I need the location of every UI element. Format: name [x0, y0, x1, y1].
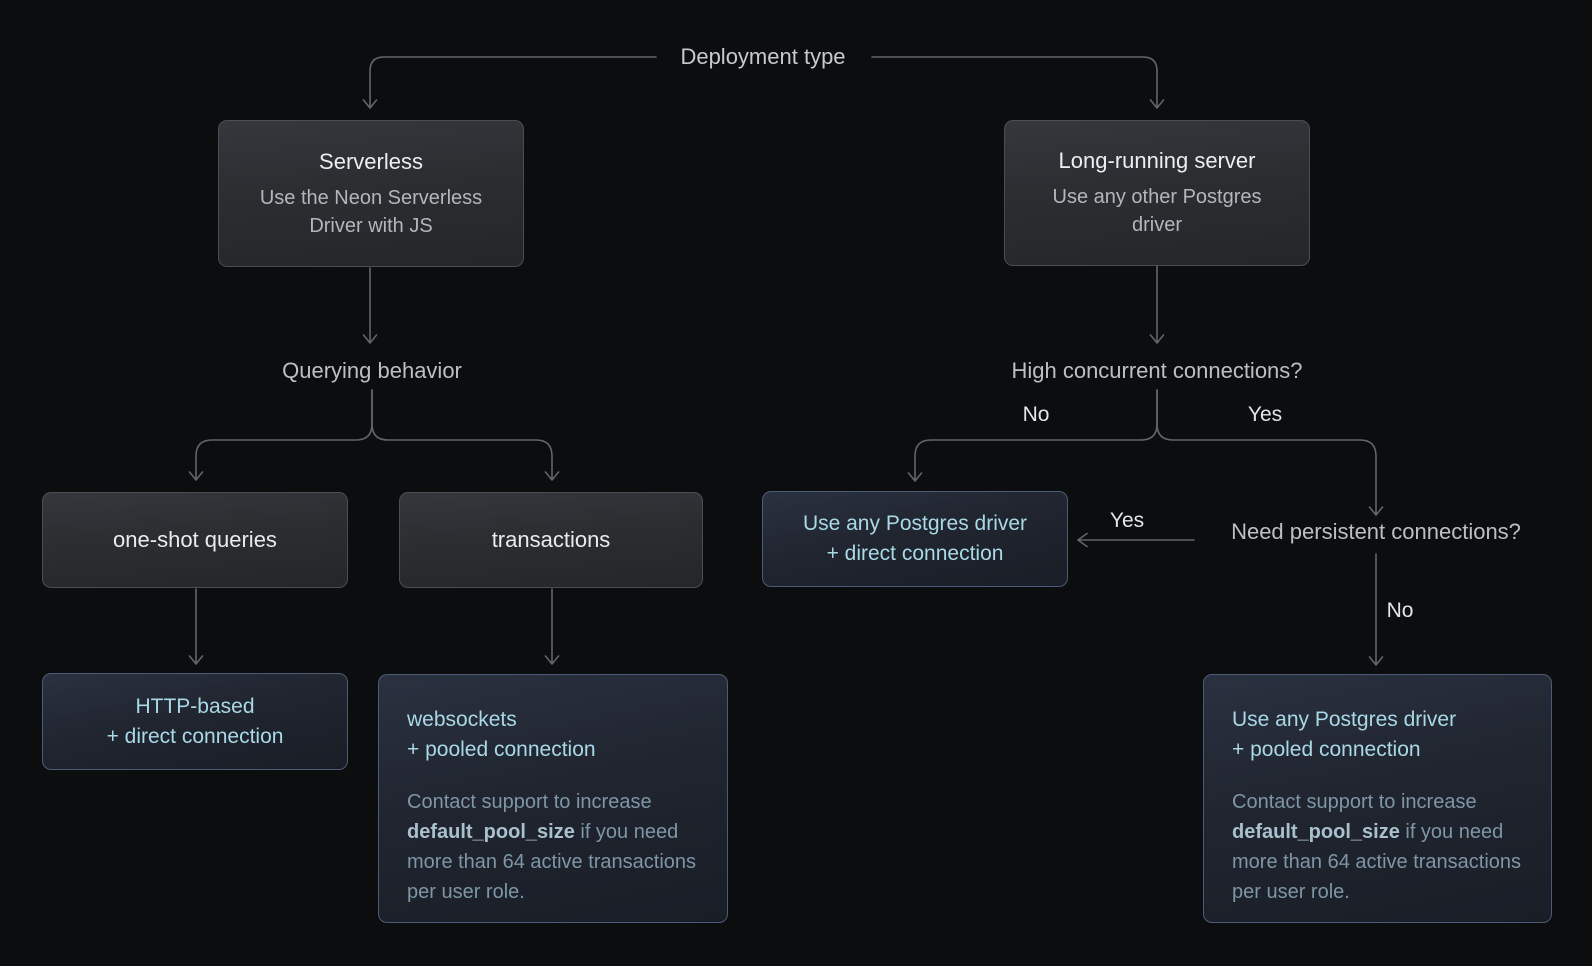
node-any-driver-pooled: Use any Postgres driver + pooled connect…	[1203, 674, 1552, 923]
edge-root-to-long-running	[871, 56, 1165, 109]
node-any-driver-pooled-note: Contact support to increase default_pool…	[1232, 787, 1523, 907]
edge-querying-to-transactions	[371, 389, 560, 481]
node-http-direct-line2: + direct connection	[106, 724, 284, 748]
edge-persistent-yes-to-direct	[1077, 532, 1195, 548]
note-suffix: if you need more than 64 active transact…	[1232, 821, 1522, 903]
note-code-default-pool-size: default_pool_size	[407, 821, 575, 843]
node-long-running-server: Long-running server Use any other Postgr…	[1004, 120, 1310, 266]
node-http-direct: HTTP-based + direct connection	[42, 673, 348, 770]
branch-label-need-persistent-connections: Need persistent connections?	[1231, 519, 1521, 544]
node-any-driver-pooled-line1: Use any Postgres driver	[1232, 708, 1457, 731]
root-label-deployment-type: Deployment type	[680, 44, 846, 69]
node-any-driver-pooled-line2: + pooled connection	[1232, 738, 1421, 761]
node-long-running-subtitle: Use any other Postgres driver	[1052, 186, 1262, 236]
node-long-running-title: Long-running server	[1058, 148, 1256, 173]
node-serverless: Serverless Use the Neon Serverless Drive…	[218, 120, 524, 267]
edge-persistent-no-to-pooled	[1368, 553, 1384, 666]
node-any-driver-direct-line1: Use any Postgres driver	[802, 512, 1028, 535]
edge-label-persistent-no: No	[1386, 599, 1414, 622]
node-any-driver-direct-line2: + direct connection	[826, 542, 1004, 565]
node-transactions: transactions	[399, 492, 703, 588]
edge-transactions-to-websockets	[544, 588, 560, 665]
node-serverless-subtitle: Use the Neon Serverless Driver with JS	[259, 186, 483, 237]
edge-label-high-concurrent-no: No	[1022, 403, 1050, 426]
branch-label-high-concurrent-connections: High concurrent connections?	[1011, 358, 1303, 383]
node-websockets-pooled: websockets + pooled connection Contact s…	[378, 674, 728, 923]
note-prefix: Contact support to increase	[1232, 791, 1477, 813]
edge-label-persistent-yes: Yes	[1109, 509, 1145, 532]
edge-serverless-to-querying	[362, 267, 378, 344]
note-code-default-pool-size: default_pool_size	[1232, 821, 1400, 843]
note-suffix: if you need more than 64 active transact…	[407, 821, 697, 903]
node-transactions-label: transactions	[491, 527, 611, 552]
node-websockets-line1: websockets	[407, 708, 517, 731]
edge-one-shot-to-http	[188, 588, 204, 665]
node-one-shot-queries: one-shot queries	[42, 492, 348, 588]
edge-label-high-concurrent-yes: Yes	[1247, 403, 1283, 426]
branch-label-querying-behavior: Querying behavior	[282, 358, 462, 383]
edge-long-running-to-concurrent	[1149, 265, 1165, 344]
node-websockets-line2: + pooled connection	[407, 738, 596, 761]
node-serverless-title: Serverless	[319, 148, 423, 174]
node-any-driver-direct: Use any Postgres driver + direct connect…	[762, 491, 1068, 587]
node-http-direct-line1: HTTP-based	[135, 694, 255, 718]
node-one-shot-label: one-shot queries	[113, 527, 277, 552]
edge-querying-to-one-shot	[188, 389, 373, 481]
edge-root-to-serverless	[362, 56, 657, 109]
note-prefix: Contact support to increase	[407, 791, 652, 813]
node-websockets-note: Contact support to increase default_pool…	[407, 787, 699, 907]
